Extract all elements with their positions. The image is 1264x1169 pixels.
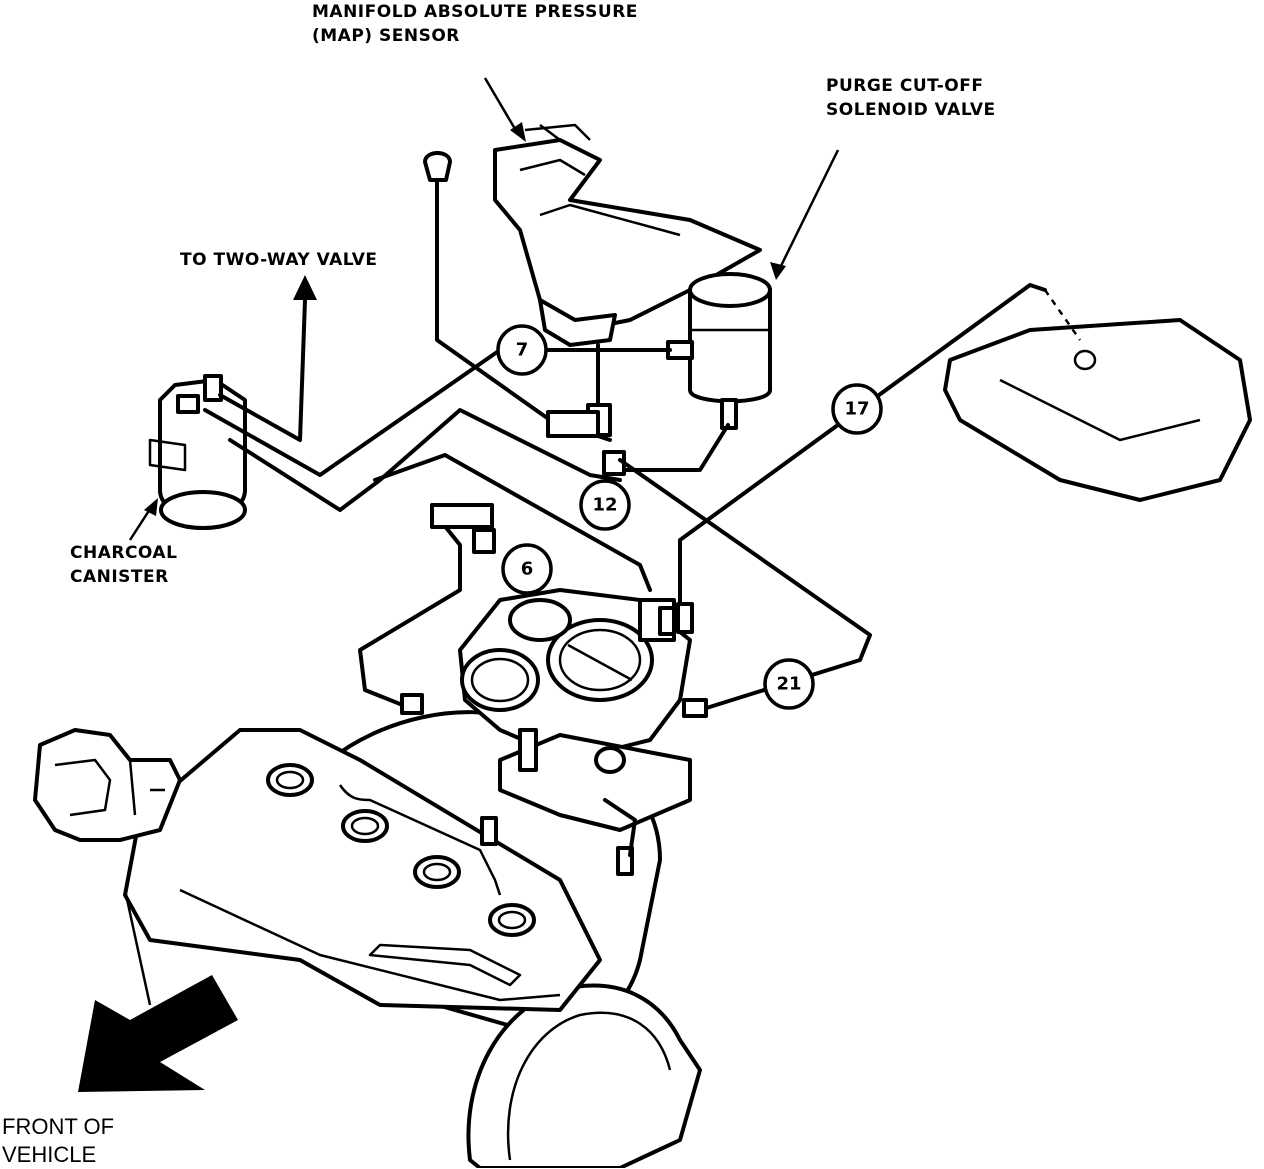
hose-number-7-label: 7: [516, 340, 529, 361]
hose-number-12-label: 12: [592, 495, 617, 516]
hose-number-17: 17: [831, 383, 883, 435]
map-sensor-label: MANIFOLD ABSOLUTE PRESSURE (MAP) SENSOR: [312, 0, 638, 48]
hose-number-6: 6: [501, 543, 553, 595]
leader-lines: [123, 77, 840, 1006]
front-of-vehicle-line-1: FRONT OF: [2, 1114, 115, 1139]
map-sensor-label-line-1: MANIFOLD ABSOLUTE PRESSURE: [312, 2, 638, 22]
vacuum-hoses: [203, 151, 1082, 857]
hose-number-17-label: 17: [844, 399, 869, 420]
purge-valve-label-line-2: SOLENOID VALVE: [826, 100, 996, 120]
two-way-valve-label: TO TWO-WAY VALVE: [180, 250, 378, 270]
canister-label-line-2: CANISTER: [70, 567, 169, 587]
purge-cutoff-solenoid-valve: [666, 272, 772, 430]
front-arrow-icon: [78, 975, 238, 1092]
charcoal-canister: [148, 374, 247, 530]
hose-number-21-label: 21: [776, 674, 801, 695]
hose-number-6-label: 6: [521, 559, 534, 580]
canister-label-line-1: CHARCOAL: [70, 543, 178, 563]
hose-number-12: 12: [579, 479, 631, 531]
map-sensor-label-line-2: (MAP) SENSOR: [312, 26, 460, 46]
purge-valve-label-line-1: PURGE CUT-OFF: [826, 76, 984, 96]
up-arrow-icon: [293, 275, 317, 300]
canister-label: CHARCOAL CANISTER: [70, 541, 177, 589]
front-of-vehicle-line-2: VEHICLE: [2, 1142, 97, 1167]
purge-valve-label: PURGE CUT-OFF SOLENOID VALVE: [826, 74, 996, 122]
hose-number-7: 7: [496, 324, 548, 376]
hose-number-21: 21: [763, 658, 815, 710]
air-cleaner-housing: [943, 318, 1252, 502]
front-of-vehicle-label: FRONT OF VEHICLE: [2, 1113, 114, 1169]
throttle-body: [458, 588, 692, 832]
